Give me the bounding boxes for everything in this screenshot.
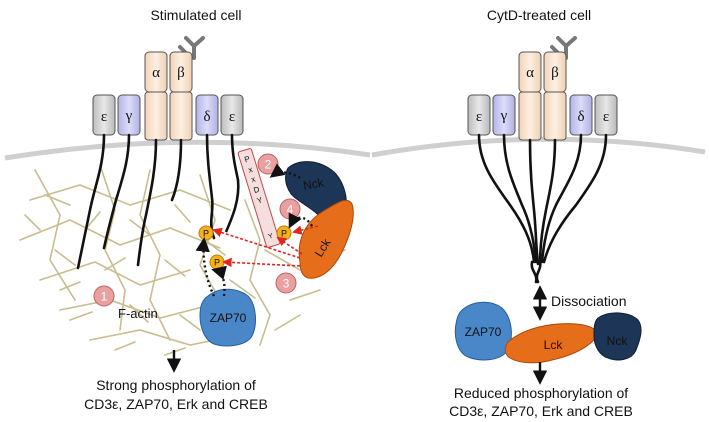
nck-label-right: Nck [607, 334, 629, 348]
gamma-label: γ [125, 108, 133, 124]
phospho-sites: P P P [198, 225, 292, 270]
tcr-beta-stalk-right [543, 91, 567, 141]
zap70-label-left: ZAP70 [210, 311, 247, 325]
step-badge-1 [93, 285, 115, 307]
binding-arrows [195, 163, 314, 297]
motif-y: Y [268, 233, 275, 241]
right-outcome-line2: CD3ε, ZAP70, Erk and CREB [449, 403, 633, 419]
epsilon-label-2: ε [229, 109, 235, 125]
epsilon-label: ε [101, 109, 107, 125]
step-number-1: 1 [101, 290, 108, 304]
left-panel-title: Stimulated cell [150, 7, 241, 23]
dissociation-label: Dissociation [551, 293, 626, 309]
zap70-label-right: ZAP70 [465, 325, 502, 339]
f-actin-label: F-actin [118, 306, 158, 321]
tcr-complex-right [467, 51, 618, 141]
tcr-beta-stalk [169, 91, 193, 141]
membrane-left [4, 139, 371, 161]
alpha-label-right: α [526, 65, 534, 81]
step-number-4: 4 [287, 203, 294, 217]
zap70-protein-right [454, 301, 512, 361]
tcr-alpha-stalk-right [518, 91, 542, 141]
right-panel-title: CytD-treated cell [487, 7, 591, 23]
left-panel: Stimulated cell [4, 7, 371, 412]
cytoplasmic-tails-right [477, 133, 608, 284]
beta-label-right: β [551, 65, 559, 81]
right-panel: CytD-treated cell ε γ α β δ ε [371, 7, 706, 419]
delta-label: δ [203, 109, 210, 125]
motif-letter-1: P [243, 154, 251, 164]
phosphorylation-arrows [212, 225, 319, 268]
epsilon-label-right-2: ε [603, 109, 609, 125]
tcr-complex-left [92, 51, 244, 141]
lck-protein-left [298, 199, 354, 279]
gamma-label-right: γ [500, 108, 508, 124]
membrane-right [371, 136, 706, 158]
nck-binding-arrow [269, 163, 301, 180]
cd3-epsilon-tail-motif: P x x D Y Y [224, 148, 281, 248]
motif-letter-4: D [252, 185, 260, 195]
delta-label-right: δ [577, 109, 584, 125]
phospho-label-2: P [214, 258, 220, 268]
motif-letter-2: x [247, 165, 253, 175]
nck-protein-right [593, 312, 642, 361]
step-number-3: 3 [283, 277, 290, 291]
red-arrow-4 [292, 225, 319, 235]
red-arrow-2 [222, 257, 301, 268]
epsilon-label-right: ε [476, 109, 482, 125]
step-badge-3 [275, 272, 297, 294]
red-arrow-1 [212, 227, 301, 259]
lck-binding-arrow [288, 212, 314, 229]
lck-protein-right [504, 323, 598, 364]
red-arrow-3 [276, 236, 303, 255]
left-outcome-line2: CD3ε, ZAP70, Erk and CREB [84, 396, 268, 412]
motif-letter-5: Y [256, 195, 264, 205]
f-actin-network [19, 164, 346, 356]
lck-label-right: Lck [544, 338, 564, 352]
left-outcome-line1: Strong phosphorylation of [96, 377, 256, 393]
beta-label: β [177, 65, 185, 81]
alpha-label: α [152, 65, 160, 81]
phospho-label-1: P [203, 229, 209, 239]
right-outcome-line1: Reduced phosphorylation of [454, 385, 628, 401]
phospho-label-3: P [281, 229, 287, 239]
motif-letter-3: x [250, 174, 256, 184]
zap70-protein-left [199, 288, 256, 347]
nck-label-left: Nck [302, 175, 326, 193]
cytoplasmic-tails-left [76, 133, 240, 270]
step-number-2: 2 [265, 158, 272, 172]
tcr-alpha-stalk [144, 91, 168, 141]
